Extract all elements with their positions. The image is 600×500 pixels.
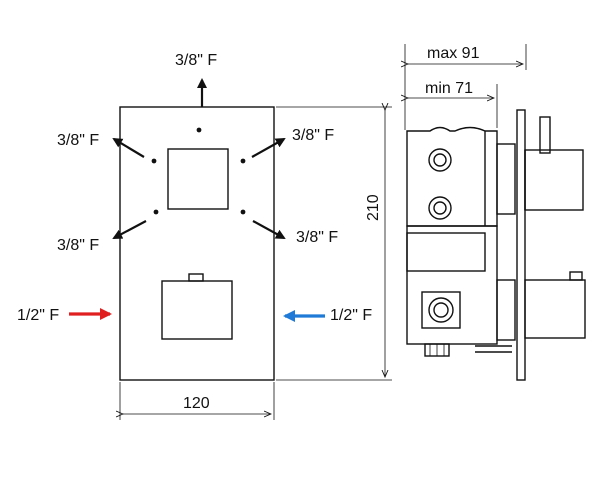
outlet-arrow-upper-left — [112, 137, 145, 158]
position-dot-top — [196, 127, 202, 133]
position-dot-lower-left — [153, 209, 159, 215]
outlet-label-top: 3/8" F — [175, 52, 217, 69]
outlet-arrow-upper-right — [251, 138, 286, 158]
side-view: max 91 min 71 — [405, 44, 586, 381]
height-dimension-label: 210 — [365, 194, 382, 221]
inlet-fitting-ring — [428, 297, 454, 323]
diverter-lever — [539, 116, 551, 154]
thermostat-handle — [161, 280, 233, 340]
diverter-handle — [167, 148, 229, 210]
thermostat-handle-side — [524, 279, 586, 339]
flange-upper — [496, 143, 516, 215]
thermostat-handle-side-stop — [569, 271, 583, 281]
front-view: 3/8" F 3/8" F 3/8" F 3/8" F 3/8" F 1/2" … — [17, 52, 392, 420]
faceplate — [119, 106, 275, 381]
inlet-fitting-bore — [433, 302, 449, 318]
position-dot-upper-left — [151, 158, 157, 164]
valve-body-channel — [406, 232, 486, 272]
cold-inlet-label: 1/2" F — [330, 307, 372, 324]
outlet-fitting-lower-bore — [433, 201, 447, 215]
position-dot-upper-right — [240, 158, 246, 164]
max-depth-label: max 91 — [427, 45, 480, 62]
flange-lower — [496, 279, 516, 341]
outlet-arrow-lower-left — [112, 220, 147, 239]
valve-body-lower — [406, 225, 498, 345]
hot-inlet-label: 1/2" F — [17, 307, 59, 324]
min-depth-label: min 71 — [425, 80, 473, 97]
outlet-label-upper-left: 3/8" F — [57, 132, 99, 149]
outlet-fitting-lower — [428, 196, 452, 220]
cover-plate — [516, 109, 526, 381]
width-dimension-label: 120 — [183, 395, 210, 412]
thermostat-handle-stop — [188, 273, 204, 282]
outlet-fitting-upper-bore — [433, 153, 447, 167]
outlet-fitting-upper — [428, 148, 452, 172]
inlet-fitting — [421, 291, 461, 329]
outlet-label-upper-right: 3/8" F — [292, 127, 334, 144]
diverter-handle-side — [524, 149, 584, 211]
valve-body-upper — [406, 126, 498, 227]
outlet-label-lower-left: 3/8" F — [57, 237, 99, 254]
outlet-arrow-lower-right — [252, 220, 286, 239]
position-dot-lower-right — [240, 209, 246, 215]
outlet-label-lower-right: 3/8" F — [296, 229, 338, 246]
